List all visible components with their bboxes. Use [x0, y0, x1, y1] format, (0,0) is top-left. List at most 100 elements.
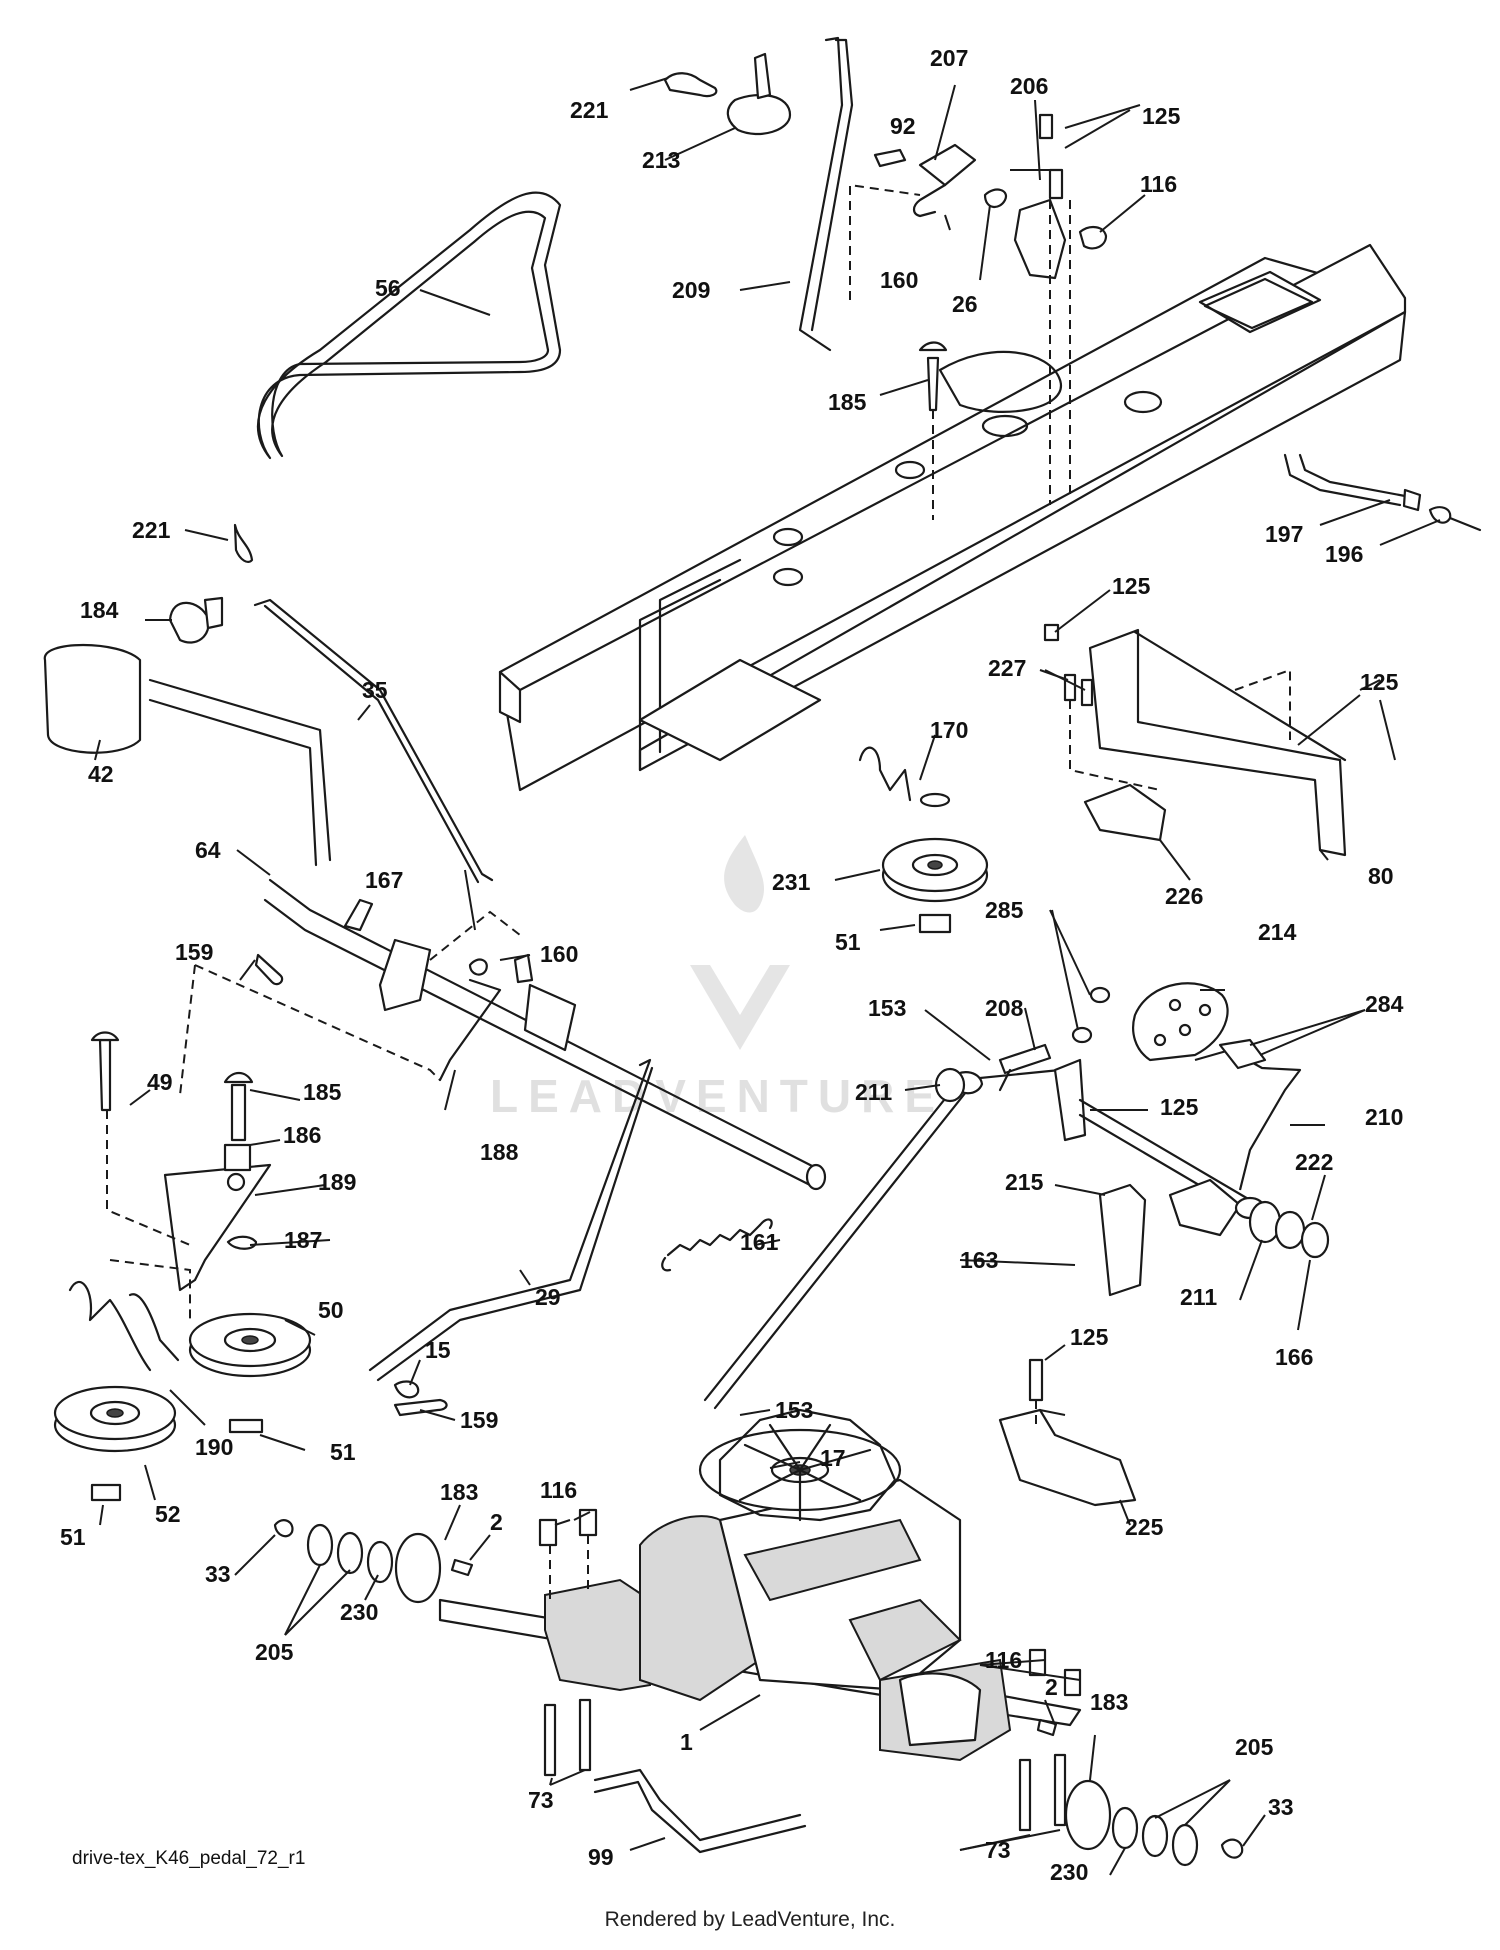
chassis-frame	[498, 243, 1407, 792]
callout-183: 183	[440, 1479, 478, 1505]
callout-125: 125	[1142, 103, 1181, 129]
rod-29	[368, 1058, 654, 1417]
callout-230: 230	[1050, 1859, 1088, 1885]
callout-206: 206	[1010, 73, 1048, 99]
callout-213: 213	[642, 147, 680, 173]
callout-35: 35	[362, 677, 388, 703]
callout-226: 226	[1165, 883, 1203, 909]
callout-185: 185	[828, 389, 867, 415]
callout-125: 125	[1112, 573, 1151, 599]
pulley-231	[858, 746, 989, 934]
callout-73: 73	[985, 1837, 1011, 1863]
callout-230: 230	[340, 1599, 378, 1625]
clips-and-pins	[179, 910, 534, 1096]
idler-bracket-189	[90, 1031, 272, 1320]
watermark-text: LEADVENTURE	[490, 1070, 945, 1122]
render-credit: Rendered by LeadVenture, Inc.	[604, 1908, 896, 1931]
callout-186: 186	[283, 1122, 321, 1148]
callout-170: 170	[930, 717, 968, 743]
callout-166: 166	[1275, 1344, 1313, 1370]
callout-285: 285	[985, 897, 1024, 923]
callout-49: 49	[147, 1069, 173, 1095]
callout-227: 227	[988, 655, 1026, 681]
callout-183: 183	[1090, 1689, 1128, 1715]
transaxle-1	[438, 1408, 1082, 1762]
callout-190: 190	[195, 1434, 233, 1460]
callout-184: 184	[80, 597, 119, 623]
callout-56: 56	[375, 275, 401, 301]
callout-51: 51	[330, 1439, 356, 1465]
callout-215: 215	[1005, 1169, 1044, 1195]
callout-125: 125	[1160, 1094, 1199, 1120]
pedal-hardware	[934, 1043, 1330, 1297]
axle-hardware-right	[1018, 1648, 1244, 1867]
callout-125: 125	[1360, 669, 1399, 695]
callout-205: 205	[1235, 1734, 1274, 1760]
callout-153: 153	[868, 995, 906, 1021]
callout-153: 153	[775, 1397, 813, 1423]
pulley-52-spring-190	[53, 1281, 180, 1502]
callout-116: 116	[540, 1477, 577, 1503]
leadventure-watermark: LEADVENTURE	[490, 835, 945, 1122]
callout-2: 2	[1045, 1674, 1058, 1700]
callout-159: 159	[175, 939, 213, 965]
callout-labels: 221 213 207 206 125 92 116 160 26 209 56…	[60, 45, 1404, 1885]
callout-189: 189	[318, 1169, 356, 1195]
callout-52: 52	[155, 1501, 181, 1527]
callout-33: 33	[1268, 1794, 1294, 1820]
callout-42: 42	[88, 761, 114, 787]
bracket-225	[998, 1358, 1137, 1507]
callout-231: 231	[772, 869, 811, 895]
callout-284: 284	[1365, 991, 1404, 1017]
callout-160: 160	[880, 267, 918, 293]
top-lift-parts	[663, 36, 1108, 520]
callout-161: 161	[740, 1229, 779, 1255]
callout-185: 185	[303, 1079, 342, 1105]
callout-2: 2	[490, 1509, 503, 1535]
footpad-214	[1071, 982, 1267, 1070]
rod-99	[593, 1768, 807, 1854]
callout-80: 80	[1368, 863, 1394, 889]
diagram-code: drive-tex_K46_pedal_72_r1	[72, 1848, 306, 1869]
callout-17: 17	[820, 1445, 846, 1471]
callout-188: 188	[480, 1139, 519, 1165]
pulley-50	[188, 1312, 312, 1434]
callout-211: 211	[855, 1079, 892, 1105]
lift-shaft-64	[263, 878, 827, 1191]
callout-15: 15	[425, 1337, 451, 1363]
callout-209: 209	[672, 277, 710, 303]
callout-92: 92	[890, 113, 916, 139]
callout-208: 208	[985, 995, 1024, 1021]
callout-196: 196	[1325, 541, 1363, 567]
callout-163: 163	[960, 1247, 998, 1273]
callout-99: 99	[588, 1844, 614, 1870]
callout-211: 211	[1180, 1284, 1217, 1310]
callout-214: 214	[1258, 919, 1297, 945]
shield-80	[1043, 623, 1347, 857]
drive-belt-56	[257, 191, 562, 460]
callout-205: 205	[255, 1639, 294, 1665]
callout-26: 26	[952, 291, 978, 317]
callout-1: 1	[680, 1729, 693, 1755]
callout-116: 116	[985, 1647, 1022, 1673]
callout-125: 125	[1070, 1324, 1109, 1350]
callout-51: 51	[835, 929, 861, 955]
callout-210: 210	[1365, 1104, 1403, 1130]
callout-51: 51	[60, 1524, 86, 1550]
callout-225: 225	[1125, 1514, 1164, 1540]
callout-50: 50	[318, 1297, 344, 1323]
callout-116: 116	[1140, 171, 1177, 197]
callout-29: 29	[535, 1284, 561, 1310]
rod-197-and-bolt-196	[1283, 453, 1482, 532]
shift-handles	[43, 523, 494, 884]
callout-187: 187	[284, 1227, 322, 1253]
callout-167: 167	[365, 867, 403, 893]
callout-197: 197	[1265, 521, 1303, 547]
callout-222: 222	[1295, 1149, 1333, 1175]
callout-221: 221	[132, 517, 171, 543]
callout-73: 73	[528, 1787, 554, 1813]
pedal-assembly	[703, 1048, 1302, 1410]
callout-159: 159	[460, 1407, 498, 1433]
callout-207: 207	[930, 45, 968, 71]
